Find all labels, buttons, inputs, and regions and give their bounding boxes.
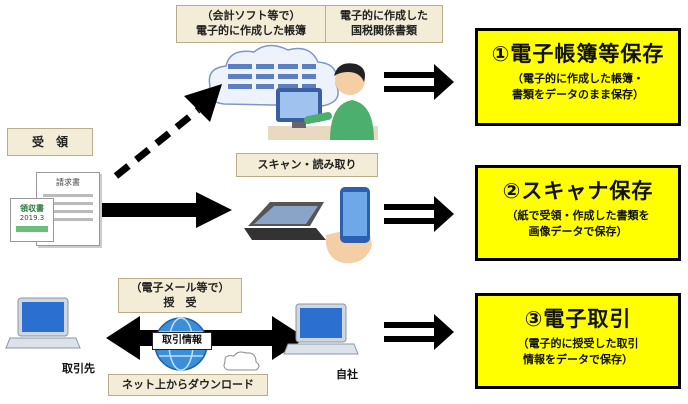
own-company-laptop-icon xyxy=(283,303,359,355)
scanner-storage-sub2: 画像データで保存） xyxy=(528,225,628,238)
electronic-transaction-sub1: （電子的に授受した取引 xyxy=(517,337,639,350)
person-at-computer-icon xyxy=(268,63,378,140)
email-exchange-label: （電子メール等で） 授 受 xyxy=(118,278,242,313)
smartphone-icon xyxy=(325,187,372,264)
electronic-ledger-storage-sub1: （電子的に作成した帳簿・ xyxy=(512,72,644,85)
scan-label-text: スキャン・読み取り xyxy=(257,158,357,171)
arrow-to-scanner xyxy=(102,192,232,228)
accounting-software-label: （会計ソフト等で） 電子的に作成した帳簿 xyxy=(176,5,326,43)
arrow-to-scanner-storage xyxy=(384,196,454,232)
arrow-to-electronic-ledger xyxy=(384,64,454,100)
tax-documents-label-line2: 国税関係書類 xyxy=(351,24,417,37)
paper-receipt-icon: 領収書 2019.3 xyxy=(10,198,54,242)
scanner-storage-title: ②スキャナ保存 xyxy=(502,179,654,203)
scan-label: スキャン・読み取り xyxy=(236,153,378,177)
own-company-label: 自社 xyxy=(336,368,358,381)
electronic-transaction-box: ③電子取引 （電子的に授受した取引 情報をデータで保存） xyxy=(475,293,681,389)
receive-label-text: 受 領 xyxy=(31,135,68,149)
electronic-ledger-storage-title: ①電子帳簿等保存 xyxy=(491,42,665,66)
accounting-software-label-line1: （会計ソフト等で） xyxy=(201,9,301,22)
scanner-storage-box: ②スキャナ保存 （紙で受領・作成した書類を 画像データで保存） xyxy=(475,165,681,261)
receipt-date: 2019.3 xyxy=(19,214,45,222)
arrow-to-electronic-transaction xyxy=(384,314,454,350)
tax-documents-label: 電子的に作成した 国税関係書類 xyxy=(325,5,443,43)
counterparty-label: 取引先 xyxy=(62,362,95,375)
counterparty-laptop-icon xyxy=(5,297,81,349)
receipt-title: 領収書 xyxy=(20,204,44,213)
trade-info-tag: 取引情報 xyxy=(152,332,212,350)
email-exchange-label-line2: 授 受 xyxy=(163,296,197,309)
electronic-ledger-storage-sub2: 書類をデータのまま保存） xyxy=(512,88,644,101)
scanner-storage-sub1: （紙で受領・作成した書類を xyxy=(506,209,650,222)
tax-documents-label-line1: 電子的に作成した xyxy=(340,9,428,22)
trade-info-tag-text: 取引情報 xyxy=(162,335,202,346)
download-cloud-icon xyxy=(223,351,260,371)
electronic-ledger-storage-box: ①電子帳簿等保存 （電子的に作成した帳簿・ 書類をデータのまま保存） xyxy=(475,28,681,126)
electronic-transaction-title: ③電子取引 xyxy=(524,307,632,331)
invoice-title: 請求書 xyxy=(56,178,80,187)
download-label: ネット上からダウンロード xyxy=(108,374,268,396)
dashed-arrow-to-ledger xyxy=(113,84,222,179)
accounting-software-label-line2: 電子的に作成した帳簿 xyxy=(196,24,306,37)
download-label-text: ネット上からダウンロード xyxy=(122,378,254,391)
scanner-icon xyxy=(244,202,326,240)
email-exchange-label-line1: （電子メール等で） xyxy=(130,281,230,294)
electronic-transaction-sub2: 情報をデータで保存） xyxy=(523,353,633,366)
receive-label: 受 領 xyxy=(7,128,93,156)
